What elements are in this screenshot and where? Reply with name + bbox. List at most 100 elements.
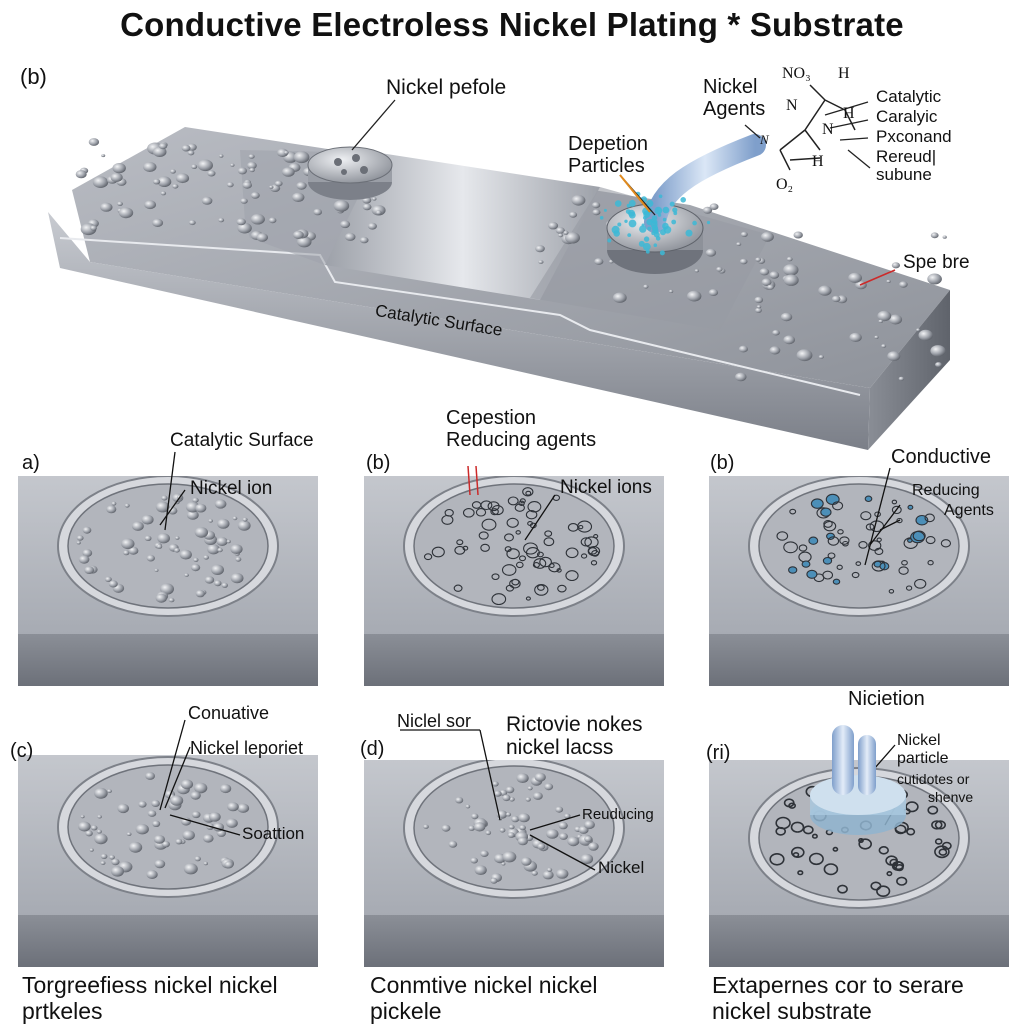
disc-particle	[193, 557, 199, 562]
droplet	[796, 349, 813, 362]
droplet	[367, 222, 377, 230]
disc-particle	[174, 548, 180, 553]
cyan-particle	[627, 233, 632, 238]
chem-n2: N	[822, 121, 834, 138]
droplet	[240, 198, 248, 204]
droplet	[756, 305, 762, 309]
disc-particle	[135, 824, 149, 835]
chem-structure	[779, 84, 856, 171]
disc-particle	[89, 848, 94, 852]
disc-particle	[525, 797, 531, 802]
disc-particle	[808, 852, 824, 866]
droplet	[888, 314, 903, 325]
disc-particle	[480, 850, 489, 857]
disc-particle	[858, 838, 872, 850]
disc-particle	[423, 824, 429, 829]
disc-particle	[925, 536, 936, 545]
cyan-particles	[599, 191, 711, 256]
panel-d-label-niclel-sor: Niclel sor	[397, 711, 472, 731]
disc-particle	[518, 813, 530, 823]
panel-b2-letter: (b)	[710, 452, 735, 474]
disc-particle	[491, 505, 504, 516]
droplet	[887, 351, 901, 361]
detail-panel-a	[18, 476, 318, 686]
chem-h2: H	[843, 105, 855, 122]
disc-particle	[237, 803, 250, 813]
droplet	[247, 161, 257, 170]
disc-particle	[806, 569, 818, 579]
droplet	[694, 269, 699, 273]
panel-ri-label-nicietion: Nicietion	[848, 688, 925, 710]
label-depetion-particles: Depetion Particles	[568, 133, 649, 177]
disc-particle	[468, 825, 475, 831]
chem-n1: N	[786, 97, 798, 114]
droplet	[716, 266, 723, 272]
disc-particle	[822, 556, 833, 565]
chem-subune: subune	[876, 165, 932, 184]
droplet	[772, 329, 780, 336]
detail-panel-c	[18, 755, 318, 967]
cyan-particle	[647, 226, 652, 231]
droplet	[761, 278, 772, 287]
disc-particle	[213, 822, 224, 832]
droplet	[687, 290, 702, 302]
droplet	[878, 319, 884, 323]
droplet	[874, 335, 879, 339]
disc-particle	[235, 556, 242, 562]
disc-particle	[898, 566, 909, 575]
disc-particle	[478, 531, 489, 540]
droplet	[88, 138, 100, 146]
disc-particle	[94, 787, 108, 799]
disc-particle	[511, 578, 520, 586]
disc-particle	[517, 837, 528, 846]
cyan-particle	[671, 219, 677, 225]
caption-left: Torgreefiess nickel nickel prtkeles	[22, 972, 278, 1024]
disc-particle	[170, 795, 184, 806]
droplet	[886, 279, 891, 283]
cyan-particle	[654, 229, 659, 234]
disc-particle	[895, 863, 904, 872]
disc-particle	[527, 786, 533, 791]
droplet	[344, 232, 356, 241]
droplet	[118, 207, 134, 219]
disc-particle	[934, 820, 946, 830]
disc-particle	[798, 544, 808, 552]
droplet	[269, 185, 274, 189]
disc-particle	[557, 584, 567, 593]
disc-particle	[78, 555, 90, 564]
panel-b1-letter: (b)	[366, 452, 391, 474]
disc-particle	[237, 520, 251, 531]
disc-particle	[588, 842, 599, 851]
disc-particle	[927, 560, 934, 566]
cyan-particle	[628, 219, 637, 228]
disc-particle	[456, 539, 464, 546]
droplet	[709, 203, 719, 210]
disc-particle	[480, 500, 493, 511]
droplet	[898, 376, 905, 381]
disc-particle	[544, 783, 554, 791]
droplet	[881, 344, 887, 348]
disc-particle	[533, 792, 543, 800]
disc-particle	[537, 843, 546, 850]
label-nickel-agents: Nickel Agents	[703, 76, 766, 120]
disc-particle	[801, 560, 811, 568]
cyan-particle	[646, 219, 653, 226]
disc-particle	[175, 536, 180, 540]
disc-particle	[502, 851, 517, 863]
droplet	[739, 258, 748, 265]
disc-particle	[203, 834, 214, 843]
droplet	[930, 345, 946, 357]
disc-particle	[501, 862, 506, 866]
disc-particle	[514, 503, 525, 512]
disc-particle	[208, 518, 213, 523]
droplet	[242, 181, 252, 189]
disc-particle	[940, 539, 952, 548]
chem-h1: H	[838, 65, 850, 82]
disc-particle	[934, 838, 943, 845]
disc-particle	[224, 861, 234, 869]
panel-a-letter: a)	[22, 452, 40, 474]
droplet	[548, 222, 559, 230]
disc-particle	[927, 805, 939, 815]
disc-particle	[242, 517, 248, 522]
disc-particle	[151, 800, 160, 807]
